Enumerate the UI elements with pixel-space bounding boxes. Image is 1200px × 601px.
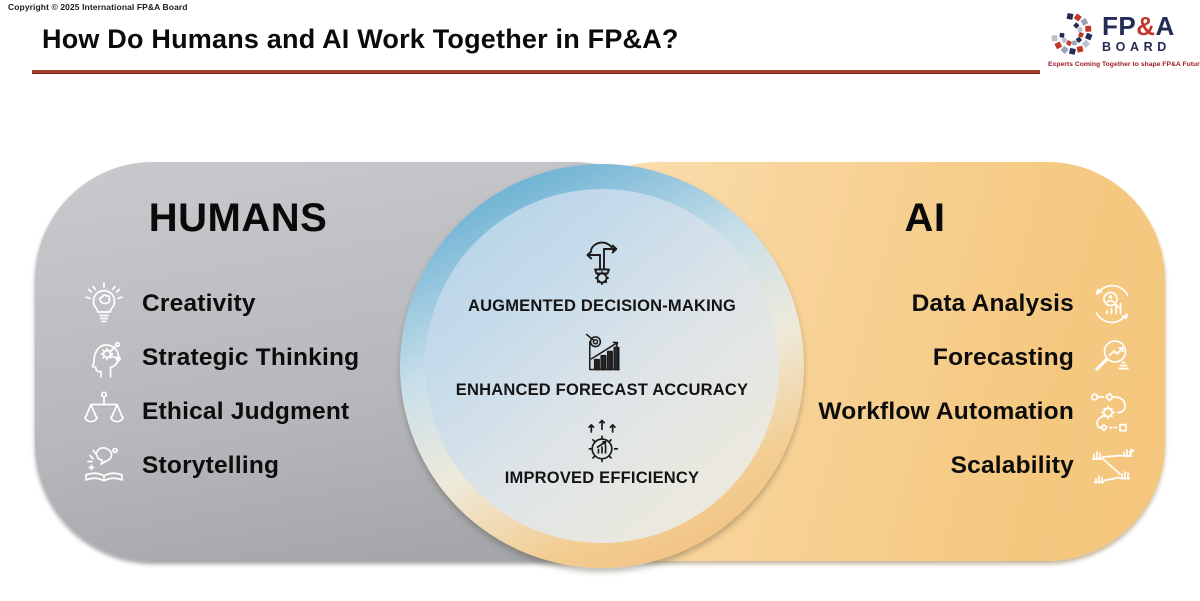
list-item-label: Data Analysis	[911, 290, 1074, 317]
title-underline	[32, 70, 1040, 74]
decision-arrows-gear-icon	[574, 236, 630, 292]
forecasting-icon	[1087, 333, 1137, 383]
list-item-ethical-judgment: Ethical Judgment	[79, 387, 349, 437]
logo-board-text: BOARD	[1102, 39, 1171, 54]
list-item-label: Strategic Thinking	[142, 344, 360, 371]
center-item-forecast-accuracy: ENHANCED FORECAST ACCURACY	[456, 332, 748, 400]
scalability-icon	[1087, 441, 1137, 491]
list-item-label: Workflow Automation	[818, 398, 1074, 425]
ai-heading: AI	[904, 196, 946, 240]
logo-tagline: Experts Coming Together to shape FP&A Fu…	[1048, 61, 1200, 68]
list-item-label: Creativity	[142, 290, 256, 317]
list-item-label: Scalability	[950, 452, 1074, 479]
center-item-label: AUGMENTED DECISION-MAKING	[467, 297, 737, 315]
list-item-storytelling: Storytelling	[79, 441, 279, 491]
list-item-label: Forecasting	[932, 344, 1074, 371]
list-item-strategic-thinking: Strategic Thinking	[79, 333, 359, 383]
humans-heading: HUMANS	[148, 196, 328, 240]
logo-wordmark: FP&A	[1102, 10, 1175, 41]
logo-swirl-icon	[1051, 13, 1093, 55]
list-item-forecasting: Forecasting	[933, 333, 1137, 383]
copyright-text: Copyright © 2025 International FP&A Boar…	[8, 2, 188, 12]
target-bar-chart-icon	[579, 332, 625, 376]
logo-text: FP&A BOARD	[1102, 13, 1175, 54]
logo-row: FP&A BOARD	[1048, 8, 1198, 58]
overlap-circle: AUGMENTED DECISION-MAKING ENHANCE	[400, 164, 804, 568]
gear-growth-arrows-icon	[577, 416, 627, 464]
balance-scale-icon	[79, 387, 129, 437]
center-item-label: IMPROVED EFFICIENCY	[504, 469, 700, 487]
lightbulb-brain-icon	[79, 279, 129, 329]
workflow-automation-icon	[1087, 387, 1137, 437]
list-item-scalability: Scalability	[951, 441, 1137, 491]
list-item-creativity: Creativity	[79, 279, 256, 329]
data-analysis-icon	[1087, 279, 1137, 329]
humans-ai-diagram: HUMANS AI Creativity Strategic Thinking	[35, 162, 1165, 568]
list-item-workflow-automation: Workflow Automation	[818, 387, 1137, 437]
list-item-data-analysis: Data Analysis	[912, 279, 1137, 329]
list-item-label: Storytelling	[142, 452, 280, 479]
center-item-label: ENHANCED FORECAST ACCURACY	[455, 381, 749, 399]
center-item-decision-making: AUGMENTED DECISION-MAKING	[468, 236, 736, 316]
overlap-circle-content: AUGMENTED DECISION-MAKING ENHANCE	[400, 164, 804, 568]
fpa-board-logo: FP&A BOARD Experts Coming Together to sh…	[1048, 8, 1200, 68]
center-item-improved-efficiency: IMPROVED EFFICIENCY	[505, 416, 700, 488]
head-gear-icon	[79, 333, 129, 383]
page-title: How Do Humans and AI Work Together in FP…	[42, 24, 679, 54]
list-item-label: Ethical Judgment	[142, 398, 350, 425]
storybook-icon	[79, 441, 129, 491]
overlap-circle-inner	[425, 189, 779, 543]
